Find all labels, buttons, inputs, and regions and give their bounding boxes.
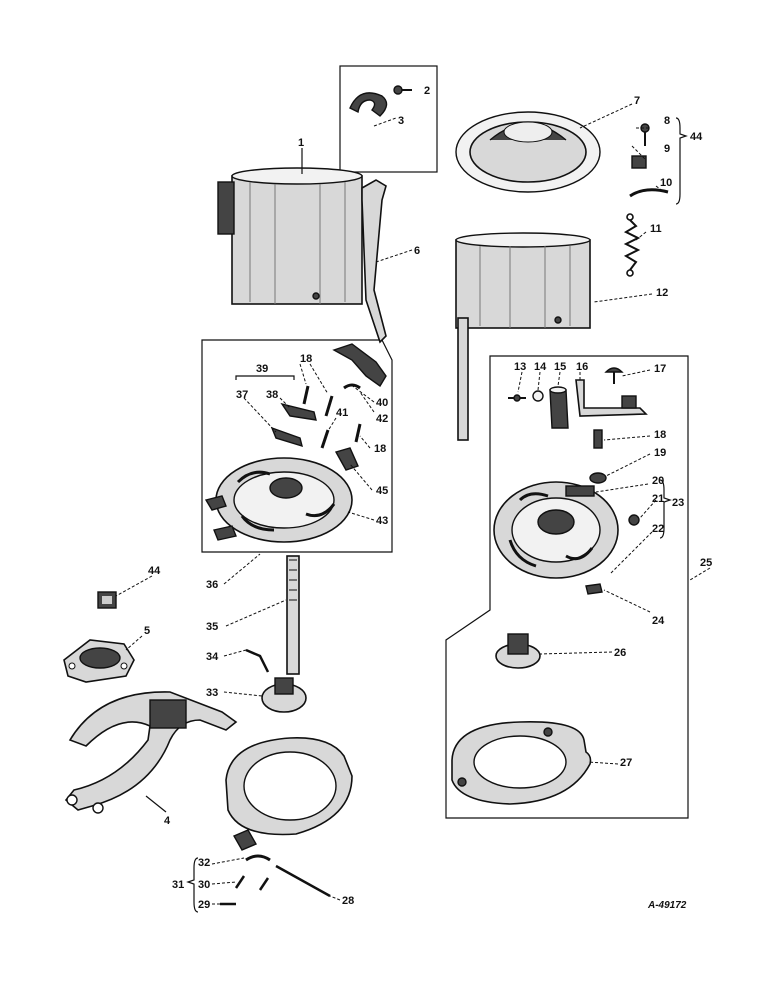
callout-18-right: 18 xyxy=(654,429,666,441)
callout-3: 3 xyxy=(398,115,404,127)
ring-part-32 xyxy=(225,737,353,851)
callout-15: 15 xyxy=(554,361,566,373)
group-box-36-45 xyxy=(201,339,393,553)
bracket-44 xyxy=(675,117,688,205)
callout-23: 23 xyxy=(672,497,684,509)
callout-44-left: 44 xyxy=(148,565,161,577)
callout-30: 30 xyxy=(198,879,210,891)
callout-11: 11 xyxy=(650,223,662,235)
callout-29: 29 xyxy=(198,899,210,911)
callout-9: 9 xyxy=(664,143,670,155)
callout-27: 27 xyxy=(620,757,632,769)
callout-45: 45 xyxy=(376,485,388,497)
callout-36: 36 xyxy=(206,579,218,591)
callout-39: 39 xyxy=(256,363,268,375)
callout-25: 25 xyxy=(700,557,712,569)
callout-28: 28 xyxy=(342,895,354,907)
callout-4: 4 xyxy=(164,815,171,827)
link-part-37-38 xyxy=(270,402,317,448)
callout-34: 34 xyxy=(206,651,219,663)
clip-part xyxy=(349,92,388,117)
callout-22: 22 xyxy=(652,523,664,535)
callout-41: 41 xyxy=(336,407,348,419)
rod-part-28 xyxy=(275,864,331,898)
spring-part xyxy=(623,213,641,277)
callout-6: 6 xyxy=(414,245,420,257)
block-part-44 xyxy=(97,591,117,609)
callout-17: 17 xyxy=(654,363,666,375)
cam-part-26 xyxy=(495,633,541,669)
callout-16: 16 xyxy=(576,361,588,373)
washer-part-10 xyxy=(629,188,669,198)
breaker-plate-assembly-right xyxy=(493,481,640,595)
cylinder-body-part xyxy=(455,232,591,441)
group-box-2-3 xyxy=(339,65,438,173)
pin-part-18-left xyxy=(302,385,334,417)
group-box-25 xyxy=(445,355,689,819)
callout-31: 31 xyxy=(172,879,184,891)
callout-37: 37 xyxy=(236,389,248,401)
lever-part-19 xyxy=(589,472,607,484)
callout-13: 13 xyxy=(514,361,526,373)
pin-part-8 xyxy=(640,123,650,146)
callout-10: 10 xyxy=(660,177,672,189)
callout-26: 26 xyxy=(614,647,626,659)
bracket-part-16 xyxy=(575,379,648,417)
callout-18-left: 18 xyxy=(300,353,312,365)
gear-part-33 xyxy=(261,677,307,713)
pin-part-13 xyxy=(508,394,526,402)
cam-part-15 xyxy=(549,386,569,429)
callout-2: 2 xyxy=(424,85,430,97)
weight-part-45 xyxy=(334,447,359,471)
callout-14: 14 xyxy=(534,361,547,373)
spring-part-18-right xyxy=(593,429,603,449)
breaker-plate-assembly-left xyxy=(204,457,353,543)
u-frame-part-4 xyxy=(64,691,238,814)
callout-32: 32 xyxy=(198,857,210,869)
pin-part-18-lower xyxy=(354,423,362,443)
callout-24: 24 xyxy=(652,615,665,627)
callout-44: 44 xyxy=(690,131,703,143)
callout-19: 19 xyxy=(654,447,666,459)
callout-7: 7 xyxy=(634,95,640,107)
callout-8: 8 xyxy=(664,115,670,127)
reference-code: A-49172 xyxy=(647,900,687,911)
callout-38: 38 xyxy=(266,389,278,401)
ball-part-14 xyxy=(532,390,544,402)
callout-21: 21 xyxy=(652,493,664,505)
nut-part-9 xyxy=(631,155,647,169)
cover-housing-part xyxy=(217,167,363,305)
key-part-34 xyxy=(245,648,270,673)
callout-42: 42 xyxy=(376,413,388,425)
callout-18-lower: 18 xyxy=(374,443,386,455)
lever-part-40 xyxy=(332,343,387,388)
bracket-39 xyxy=(235,375,295,380)
callout-35: 35 xyxy=(206,621,218,633)
screw-part-17 xyxy=(604,367,624,384)
bracket-23 xyxy=(659,479,672,539)
shaft-part-35 xyxy=(286,555,300,675)
callout-33: 33 xyxy=(206,687,218,699)
callout-5: 5 xyxy=(144,625,150,637)
callout-1: 1 xyxy=(298,137,304,149)
bracket-31 xyxy=(186,857,199,913)
pin-part-30 xyxy=(234,875,270,891)
base-housing-part-5 xyxy=(63,639,135,683)
dome-cap-part xyxy=(455,111,601,193)
callout-43: 43 xyxy=(376,515,388,527)
callout-40: 40 xyxy=(376,397,388,409)
callout-12: 12 xyxy=(656,287,668,299)
callout-20: 20 xyxy=(652,475,664,487)
screw-part-2 xyxy=(393,85,412,95)
ring-plate-part-27 xyxy=(451,721,592,805)
lever-arm-part xyxy=(361,179,387,344)
spring-part-32-small xyxy=(245,854,271,862)
